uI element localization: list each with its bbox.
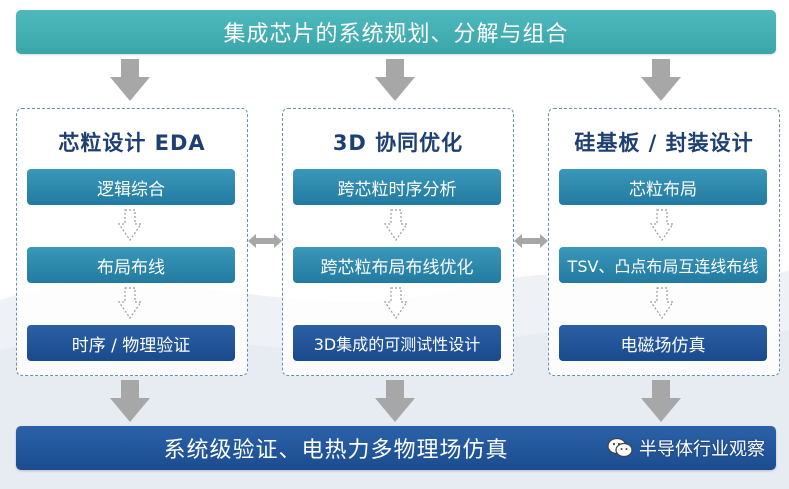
double-arrow-icon bbox=[514, 234, 548, 248]
column-title: 硅基板 / 封装设计 bbox=[574, 131, 754, 155]
step-box: 布局布线 bbox=[27, 247, 235, 283]
step-box: 跨芯粒时序分析 bbox=[293, 169, 501, 205]
bottom-banner-title: 系统级验证、电热力多物理场仿真 bbox=[163, 438, 509, 463]
step-box: 芯粒布局 bbox=[559, 169, 767, 205]
column-title: 芯粒设计 EDA bbox=[58, 131, 206, 155]
step-box: 逻辑综合 bbox=[27, 169, 235, 205]
dashed-down-arrow-icon bbox=[118, 287, 142, 319]
step-box: 电磁场仿真 bbox=[559, 325, 767, 361]
column-chiplet-eda: 芯粒设计 EDA 逻辑综合 布局布线 时序 / 物理验证 bbox=[16, 108, 248, 376]
down-arrow-icon bbox=[110, 59, 150, 101]
double-arrow-icon bbox=[248, 234, 282, 248]
top-banner: 集成芯片的系统规划、分解与组合 bbox=[16, 10, 776, 54]
dashed-down-arrow-icon bbox=[384, 209, 408, 241]
step-box: 时序 / 物理验证 bbox=[27, 325, 235, 361]
dashed-down-arrow-icon bbox=[384, 287, 408, 319]
dashed-down-arrow-icon bbox=[118, 209, 142, 241]
top-banner-title: 集成芯片的系统规划、分解与组合 bbox=[223, 22, 569, 47]
column-3d-co-optimization: 3D 协同优化 跨芯粒时序分析 跨芯粒布局布线优化 3D集成的可测试性设计 bbox=[282, 108, 514, 376]
down-arrow-icon bbox=[375, 59, 415, 101]
bottom-banner: 系统级验证、电热力多物理场仿真 bbox=[16, 426, 776, 470]
wechat-icon bbox=[607, 437, 633, 458]
watermark: 半导体行业观察 bbox=[607, 434, 765, 462]
down-arrow-icon bbox=[641, 380, 681, 422]
step-box: 跨芯粒布局布线优化 bbox=[293, 247, 501, 283]
dashed-down-arrow-icon bbox=[650, 287, 674, 319]
column-substrate-package: 硅基板 / 封装设计 芯粒布局 TSV、凸点布局互连线布线 电磁场仿真 bbox=[548, 108, 780, 376]
step-box: TSV、凸点布局互连线布线 bbox=[559, 247, 767, 283]
down-arrow-icon bbox=[110, 380, 150, 422]
dashed-down-arrow-icon bbox=[650, 209, 674, 241]
column-title: 3D 协同优化 bbox=[332, 131, 464, 155]
step-box: 3D集成的可测试性设计 bbox=[293, 325, 501, 361]
watermark-text: 半导体行业观察 bbox=[639, 439, 765, 460]
down-arrow-icon bbox=[641, 59, 681, 101]
down-arrow-icon bbox=[375, 380, 415, 422]
